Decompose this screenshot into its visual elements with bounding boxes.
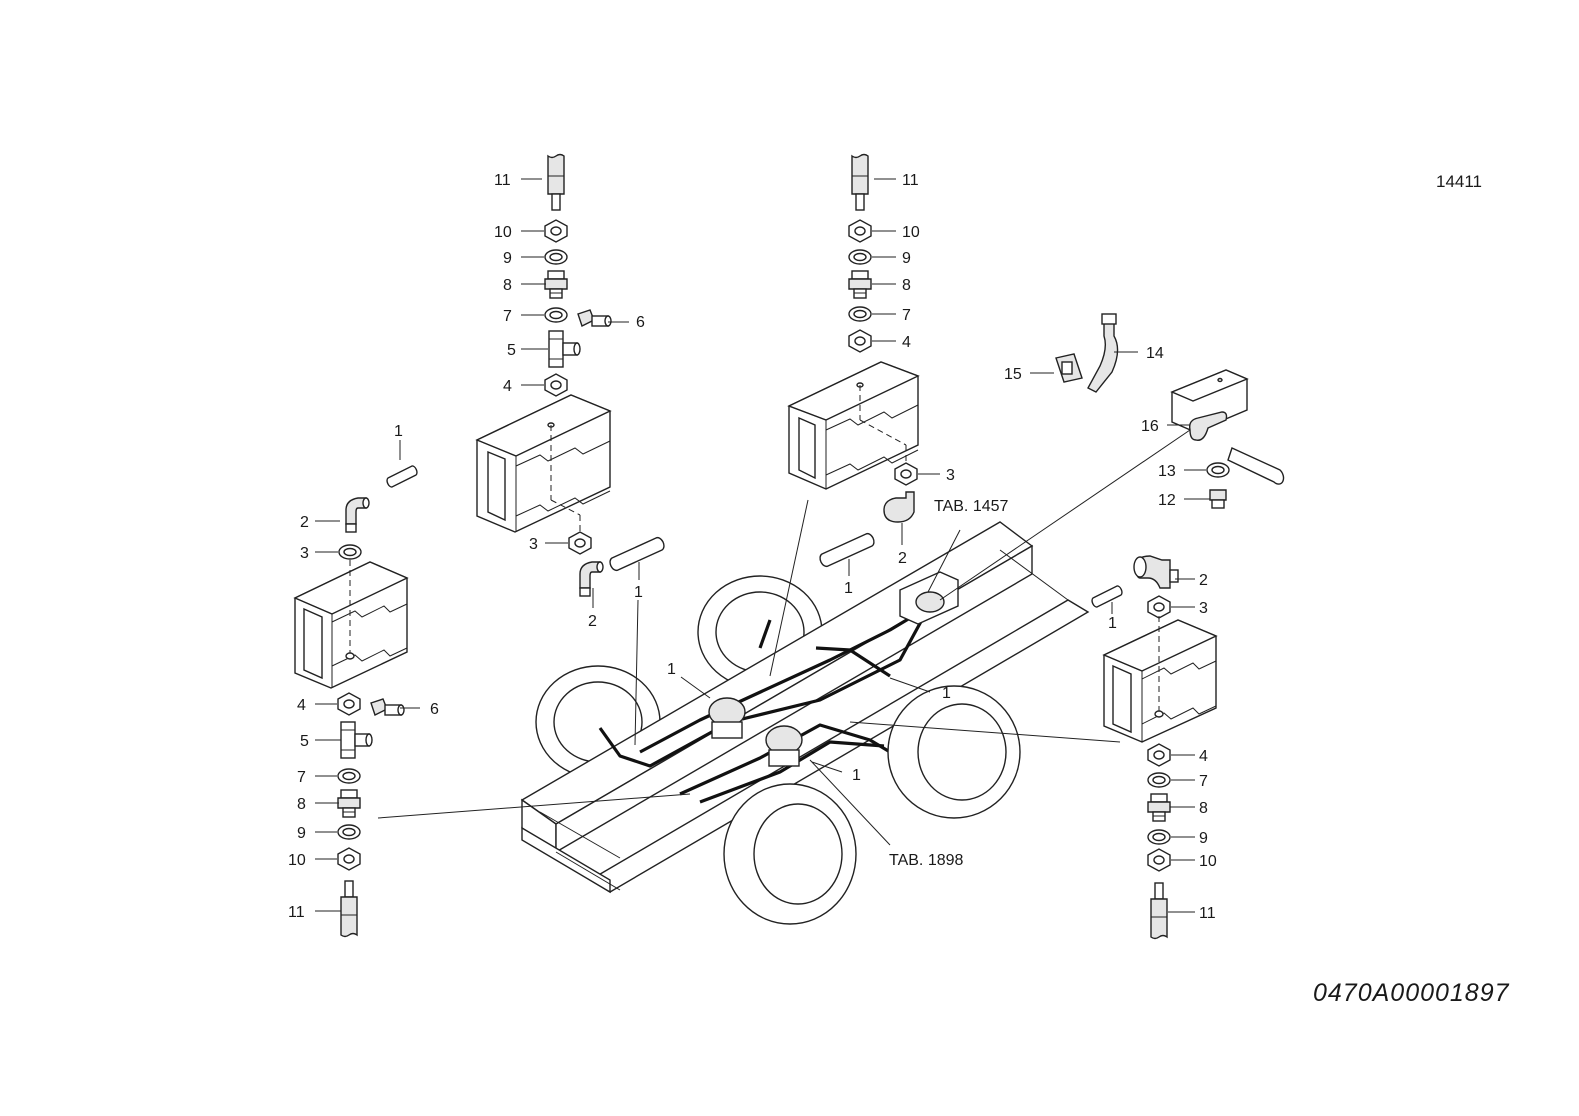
bracket-upper-middle [787,361,940,576]
callout-7: 7 [297,769,306,786]
callout-4: 4 [1199,748,1208,765]
callout-1: 1 [394,423,403,440]
callout-9: 9 [902,250,911,267]
callout-8: 8 [902,277,911,294]
trailer-chassis [377,429,1191,925]
callout-10: 10 [1199,853,1217,870]
tab-1898-label: TAB. 1898 [889,852,964,869]
callout-10: 10 [902,224,920,241]
bracket-upper-left [475,394,665,608]
callout-5: 5 [300,733,309,750]
callout-2: 2 [300,514,309,531]
sheet-number: 14411 [1436,172,1482,191]
callout-9: 9 [503,250,512,267]
callout-1: 1 [844,580,853,597]
stack-right [1091,555,1218,940]
callout-7: 7 [902,307,911,324]
callout-6: 6 [430,701,439,718]
callout-14: 14 [1146,345,1164,362]
callout-10: 10 [494,224,512,241]
callout-1: 1 [634,584,643,601]
callout-16: 16 [1141,418,1159,435]
callout-3: 3 [529,536,538,553]
stack-upper-left [521,153,629,397]
callout-15: 15 [1004,366,1022,383]
callout-4: 4 [503,378,512,395]
callout-1: 1 [942,685,951,702]
parts-upper-right [1030,313,1285,509]
callout-6: 6 [636,314,645,331]
callout-11: 11 [288,904,305,921]
callout-4: 4 [902,334,911,351]
callout-labels: 11 10 9 8 7 5 4 6 3 2 1 11 10 9 8 7 4 3 … [288,172,1217,922]
callout-8: 8 [503,277,512,294]
callout-11: 11 [1199,905,1216,922]
callout-1: 1 [852,767,861,784]
callout-8: 8 [297,796,306,813]
callout-8: 8 [1199,800,1208,817]
callout-13: 13 [1158,463,1176,480]
callout-7: 7 [503,308,512,325]
callout-3: 3 [946,467,955,484]
callout-1: 1 [667,661,676,678]
stack-left [293,440,420,938]
callout-7: 7 [1199,773,1208,790]
callout-9: 9 [297,825,306,842]
callout-3: 3 [1199,600,1208,617]
callout-1: 1 [1108,615,1117,632]
tab-1457-label: TAB. 1457 [934,498,1009,515]
callout-9: 9 [1199,830,1208,847]
callout-5: 5 [507,342,516,359]
callout-11: 11 [902,172,919,189]
callout-3: 3 [300,545,309,562]
callout-2: 2 [588,613,597,630]
callout-11: 11 [494,172,511,189]
document-id: 0470A00001897 [1313,979,1510,1007]
callout-2: 2 [1199,572,1208,589]
callout-12: 12 [1158,492,1176,509]
callout-4: 4 [297,697,306,714]
stack-upper-middle [848,153,896,353]
callout-10: 10 [288,852,306,869]
callout-2: 2 [898,550,907,567]
